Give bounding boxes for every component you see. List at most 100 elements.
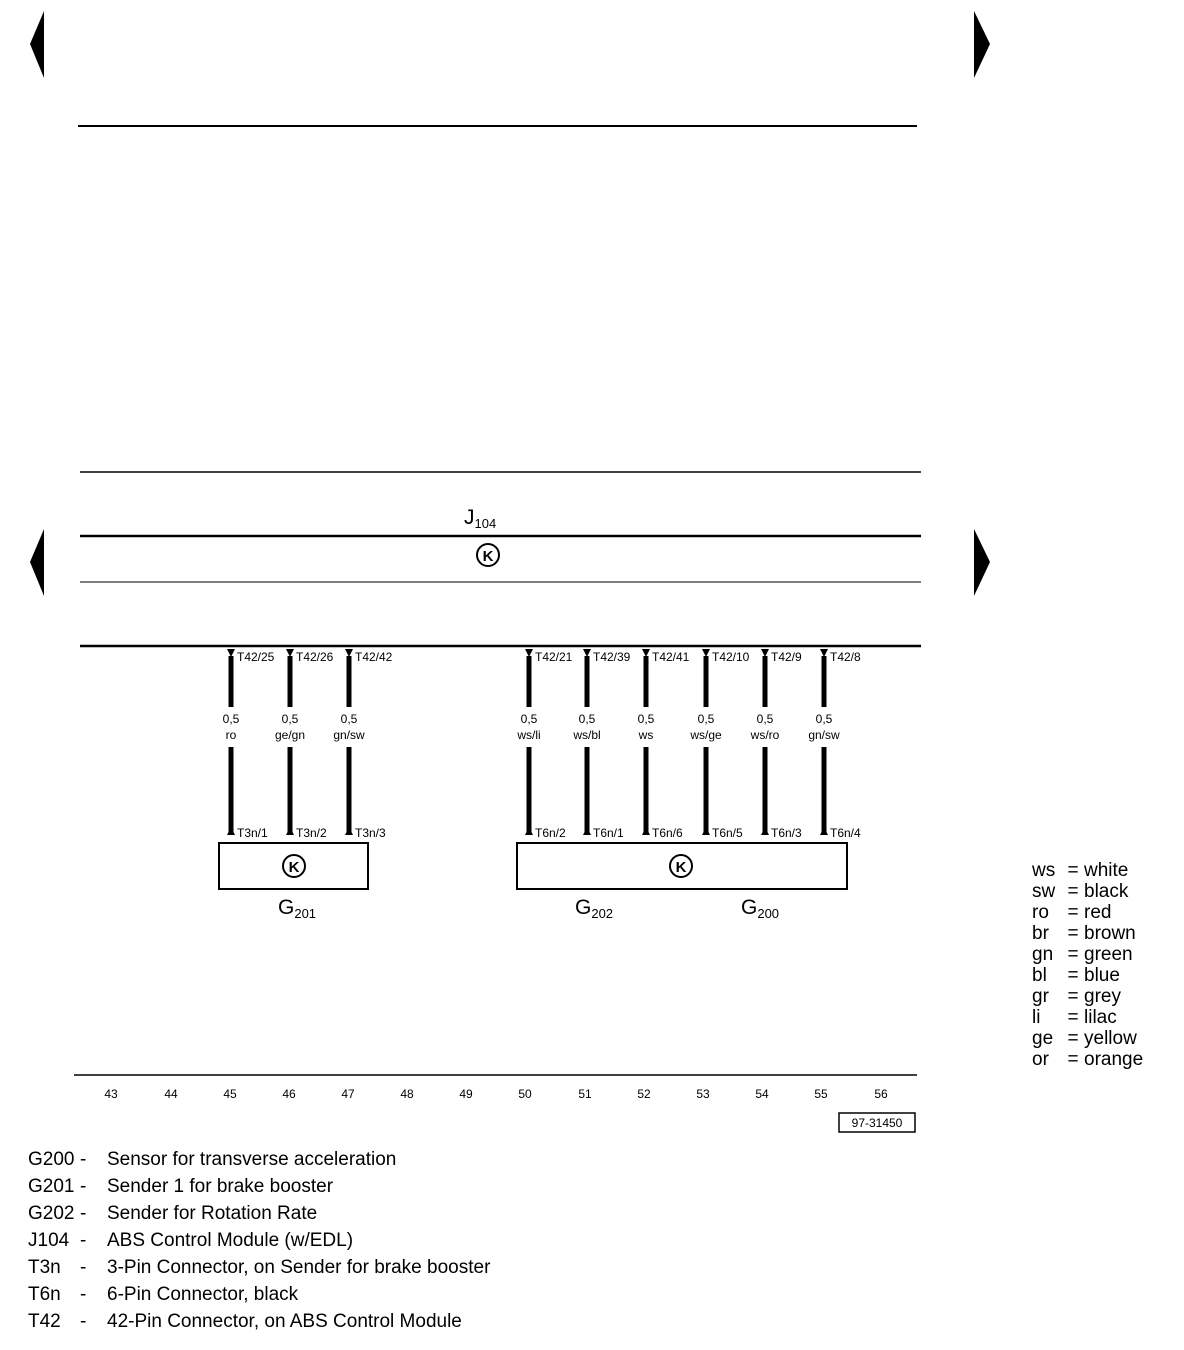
legend-dash: -	[80, 1176, 87, 1197]
legend-description: ABS Control Module (w/EDL)	[107, 1230, 354, 1251]
wire-color-label: ge/gn	[275, 728, 305, 742]
legend-row: J104-ABS Control Module (w/EDL)	[28, 1227, 490, 1254]
legend-description: Sensor for transverse acceleration	[107, 1149, 397, 1170]
legend-code: J104	[28, 1230, 70, 1251]
module-pin-label: T42/42	[355, 650, 393, 664]
color-name: green	[1084, 944, 1133, 965]
module-label: J104	[464, 506, 496, 531]
color-name: yellow	[1084, 1028, 1137, 1049]
legend-row: G201-Sender 1 for brake booster	[28, 1173, 490, 1200]
component-g201: K G201	[218, 842, 369, 921]
component-pin-label: T6n/3	[771, 826, 802, 840]
equals-sign: =	[1067, 944, 1079, 965]
legend-row: G200-Sensor for transverse acceleration	[28, 1146, 490, 1173]
color-legend-row: ge =yellow	[1032, 1028, 1143, 1049]
connector-arrow-icon	[227, 827, 235, 835]
module-pin-label: T42/8	[830, 650, 861, 664]
legend-dash: -	[80, 1230, 87, 1251]
control-module-j104: J104 K	[80, 471, 921, 648]
color-abbr: ge	[1032, 1028, 1054, 1049]
wire-size-label: 0,5	[223, 712, 240, 726]
arrow-right-icon[interactable]	[974, 529, 990, 596]
module-pin-label: T42/9	[771, 650, 802, 664]
component-pin-label: T6n/1	[593, 826, 624, 840]
wire-size-label: 0,5	[757, 712, 774, 726]
color-legend-row: ro=red	[1032, 902, 1143, 923]
legend-dash: -	[80, 1311, 87, 1332]
module-pin-label: T42/21	[535, 650, 573, 664]
track-number: 48	[400, 1087, 414, 1101]
equals-sign: =	[1067, 1028, 1079, 1049]
component-pin-label: T3n/1	[237, 826, 268, 840]
track-number: 50	[518, 1087, 532, 1101]
legend-code: G201	[28, 1176, 75, 1197]
equals-sign: =	[1067, 860, 1079, 881]
track-number: 45	[223, 1087, 237, 1101]
legend-description: 42-Pin Connector, on ABS Control Module	[107, 1311, 462, 1332]
svg-text:97-31450: 97-31450	[852, 1116, 903, 1130]
component-g202-g200: K G202 G200	[516, 842, 848, 921]
color-legend-row: gr=grey	[1032, 986, 1143, 1007]
track-number: 54	[755, 1087, 769, 1101]
track-number: 56	[874, 1087, 888, 1101]
module-pin-label: T42/10	[712, 650, 750, 664]
connector-arrow-icon	[286, 649, 294, 657]
color-name: red	[1084, 902, 1112, 923]
ground-symbol-icon: K	[669, 854, 693, 878]
legend-code: G200	[28, 1149, 75, 1170]
color-legend-row: ws=white	[1032, 860, 1143, 881]
component-label-g201: G201	[278, 896, 316, 921]
color-abbr: ro	[1032, 902, 1049, 923]
wire-size-label: 0,5	[579, 712, 596, 726]
component-pin-label: T3n/3	[355, 826, 386, 840]
connector-arrow-icon	[642, 649, 650, 657]
wire-size-label: 0,5	[282, 712, 299, 726]
ground-symbol-icon: K	[476, 543, 500, 567]
component-pin-label: T6n/2	[535, 826, 566, 840]
color-legend-row: li=lilac	[1032, 1007, 1143, 1028]
wire-group: T42/250,5roT3n/1T42/260,5ge/gnT3n/2T42/4…	[223, 649, 861, 840]
track-number: 46	[282, 1087, 296, 1101]
track-number: 49	[459, 1087, 473, 1101]
wire-color-label: ws/bl	[572, 728, 600, 742]
arrow-left-icon[interactable]	[30, 529, 44, 596]
equals-sign: =	[1067, 881, 1079, 902]
legend-row: T42-42-Pin Connector, on ABS Control Mod…	[28, 1308, 490, 1335]
component-pin-label: T3n/2	[296, 826, 327, 840]
legend-code: T3n	[28, 1257, 61, 1278]
equals-sign: =	[1067, 1049, 1079, 1070]
arrow-right-icon[interactable]	[974, 11, 990, 78]
legend-description: 3-Pin Connector, on Sender for brake boo…	[107, 1257, 491, 1278]
wire-size-label: 0,5	[698, 712, 715, 726]
connector-arrow-icon	[820, 827, 828, 835]
wire-size-label: 0,5	[638, 712, 655, 726]
color-abbr: gn	[1032, 944, 1054, 965]
color-legend-row: gn =green	[1032, 944, 1143, 965]
color-abbr: gr	[1032, 986, 1049, 1007]
track-number: 53	[696, 1087, 710, 1101]
connector-arrow-icon	[642, 827, 650, 835]
connector-arrow-icon	[345, 649, 353, 657]
connector-arrow-icon	[525, 649, 533, 657]
arrow-left-icon[interactable]	[30, 11, 44, 78]
wiring-diagram: J104 K K G201 K G202 G200 T42/250,5roT3n…	[30, 11, 990, 1133]
color-abbr: sw	[1032, 881, 1056, 902]
legend-row: G202-Sender for Rotation Rate	[28, 1200, 490, 1227]
legend-dash: -	[80, 1149, 87, 1170]
component-pin-label: T6n/5	[712, 826, 743, 840]
connector-arrow-icon	[702, 827, 710, 835]
color-name: brown	[1084, 923, 1136, 944]
color-name: orange	[1084, 1049, 1144, 1070]
color-abbr: ws	[1032, 860, 1056, 881]
legend-code: G202	[28, 1203, 75, 1224]
figure-id-badge: 97-31450	[838, 1112, 916, 1133]
wire-color-label: gn/sw	[333, 728, 365, 742]
legend-code: T42	[28, 1311, 61, 1332]
module-pin-label: T42/39	[593, 650, 631, 664]
